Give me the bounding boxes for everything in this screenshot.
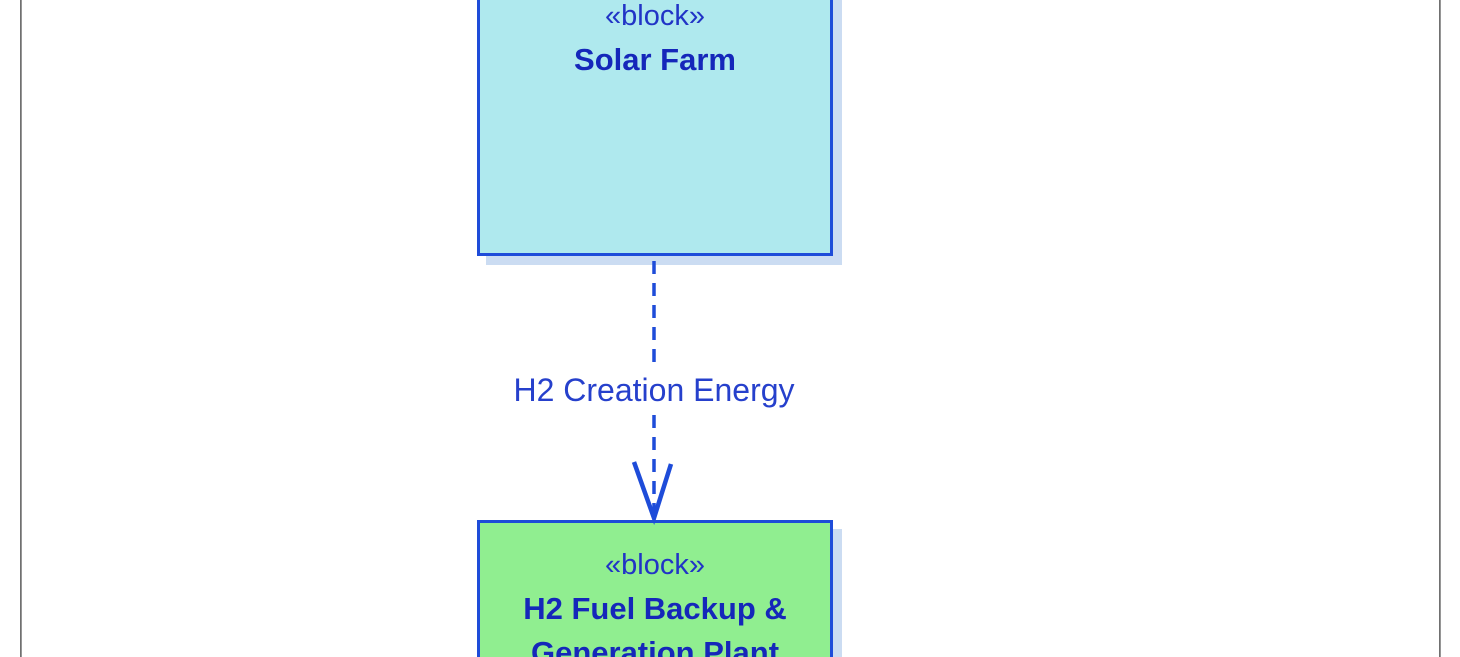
block-name: Solar Farm <box>574 42 736 77</box>
block-solar-farm[interactable]: «block» Solar Farm <box>477 0 833 256</box>
page-frame-right-border <box>1439 0 1441 657</box>
block-h2-fuel-backup-generation-plant[interactable]: «block» H2 Fuel Backup & Generation Plan… <box>477 520 833 657</box>
connector-label-wrapper: H2 Creation Energy <box>444 369 864 411</box>
connector-open-arrowhead-icon <box>631 461 674 525</box>
connector-h2-creation-energy[interactable] <box>614 252 704 525</box>
block-stereotype: «block» <box>605 0 705 32</box>
connector-label[interactable]: H2 Creation Energy <box>510 370 798 410</box>
block-name: H2 Fuel Backup & Generation Plant <box>523 591 787 657</box>
page-frame-left-border <box>20 0 22 657</box>
block-stereotype: «block» <box>605 549 705 581</box>
